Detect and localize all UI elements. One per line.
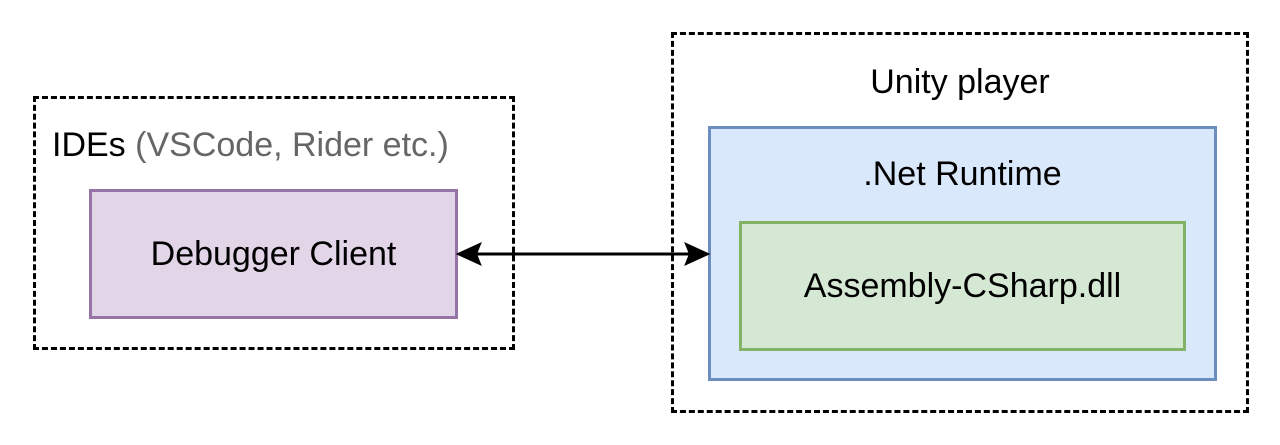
assembly-csharp-box: Assembly-CSharp.dll <box>739 221 1186 351</box>
arrowhead-left <box>455 242 482 266</box>
ide-title-sub: (VSCode, Rider etc.) <box>135 126 449 164</box>
ide-group-title: IDEs (VSCode, Rider etc.) <box>52 128 449 162</box>
arrowhead-right <box>684 242 711 266</box>
ide-title-main: IDEs <box>52 126 126 164</box>
debugger-client-box: Debugger Client <box>89 189 458 319</box>
net-runtime-label: .Net Runtime <box>863 155 1062 193</box>
assembly-csharp-label: Assembly-CSharp.dll <box>803 266 1122 305</box>
debugger-client-label: Debugger Client <box>150 234 397 273</box>
unity-player-title: Unity player <box>870 63 1050 101</box>
